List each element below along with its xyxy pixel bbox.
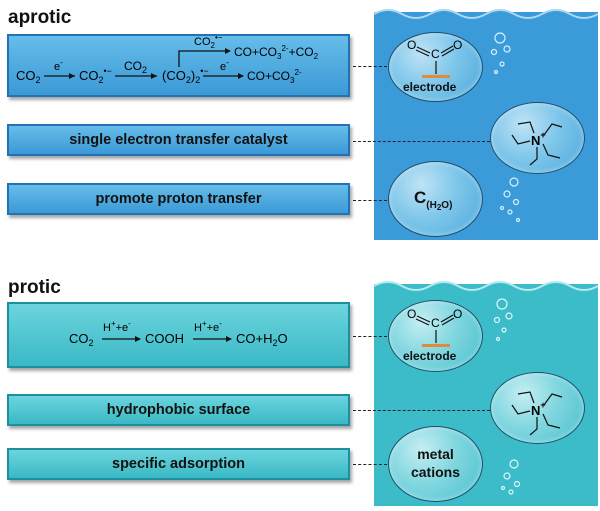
svg-text:C: C	[431, 316, 440, 330]
aprotic-connector-3	[353, 200, 387, 201]
aprotic-title: aprotic	[8, 7, 72, 28]
aprotic-co2-anion: CO2•−	[79, 66, 112, 85]
aprotic-product-top: CO+CO32-+CO2	[234, 44, 319, 61]
protic-metal-bubble	[388, 426, 483, 502]
aprotic-arrow-1-label: e-	[54, 58, 63, 73]
protic-connector-3	[353, 464, 387, 465]
protic-adsorption-box: specific adsorption	[7, 448, 350, 480]
aprotic-product-bottom: CO+CO32-	[247, 68, 302, 85]
svg-text:N+: N+	[531, 130, 546, 148]
protic-connector-1	[353, 336, 387, 337]
aprotic-electrode-label: electrode	[403, 80, 457, 94]
aprotic-branch-arrow	[178, 50, 229, 67]
protic-electrode-bubble	[388, 300, 483, 372]
protic-electrode-bar	[422, 344, 450, 347]
protic-product: CO+H2O	[236, 331, 288, 348]
protic-arrow-1-label: H++e-	[103, 319, 131, 334]
protic-co2-adsorbed-molecule: O C O	[407, 307, 462, 347]
protic-hydrophobic-box: hydrophobic surface	[7, 394, 350, 426]
aprotic-connector-2	[353, 141, 490, 142]
aprotic-proton-label: promote proton transfer	[95, 191, 262, 207]
aprotic-reaction-scheme: CO2 e- CO2•− CO2 (CO2)2•− CO2•− CO+CO32-…	[16, 34, 319, 85]
svg-text:O: O	[407, 38, 416, 52]
aprotic-connector-1	[353, 66, 387, 67]
svg-text:O: O	[407, 307, 416, 321]
protic-reaction-box	[7, 302, 350, 368]
protic-air-bubbles	[493, 298, 521, 495]
aprotic-tetraethylammonium-molecule: N+	[511, 121, 563, 166]
aprotic-proton-box: promote proton transfer	[7, 183, 350, 215]
aprotic-arrow-3-label: e-	[220, 58, 229, 73]
protic-co2: CO2	[69, 331, 94, 348]
aprotic-arrow-2-label: CO2	[124, 59, 147, 75]
protic-tetraethylammonium-molecule: N+	[511, 391, 563, 436]
protic-hydrophobic-label: hydrophobic surface	[106, 402, 251, 418]
svg-text:O: O	[453, 38, 462, 52]
aprotic-co2-adsorbed-molecule: O C O	[407, 38, 462, 78]
aprotic-branch-label: CO2•−	[194, 34, 223, 50]
protic-arrow-2-label: H++e-	[194, 319, 222, 334]
protic-adsorption-label: specific adsorption	[112, 456, 245, 472]
protic-title: protic	[8, 277, 61, 298]
aprotic-water-bubble	[388, 161, 483, 237]
protic-cooh: COOH	[145, 331, 184, 346]
protic-connector-2	[353, 410, 490, 411]
aprotic-dimer: (CO2)2•−	[162, 66, 209, 85]
aprotic-wave-surface	[374, 9, 598, 24]
aprotic-co2: CO2	[16, 68, 41, 85]
aprotic-air-bubbles	[490, 32, 521, 223]
protic-cation-bubble	[490, 372, 585, 444]
protic-electrode-label: electrode	[403, 349, 457, 363]
aprotic-electrode-bar	[422, 75, 450, 78]
protic-reaction-scheme: CO2 H++e- COOH H++e- CO+H2O	[69, 319, 288, 348]
aprotic-catalyst-box: single electron transfer catalyst	[7, 124, 350, 156]
svg-text:O: O	[453, 307, 462, 321]
aprotic-cation-bubble	[490, 102, 585, 174]
svg-text:N+: N+	[531, 400, 546, 418]
svg-text:C: C	[431, 47, 440, 61]
aprotic-water-concentration: C(H2O)	[414, 188, 453, 212]
protic-wave-surface	[374, 281, 598, 296]
aprotic-catalyst-label: single electron transfer catalyst	[69, 132, 288, 148]
